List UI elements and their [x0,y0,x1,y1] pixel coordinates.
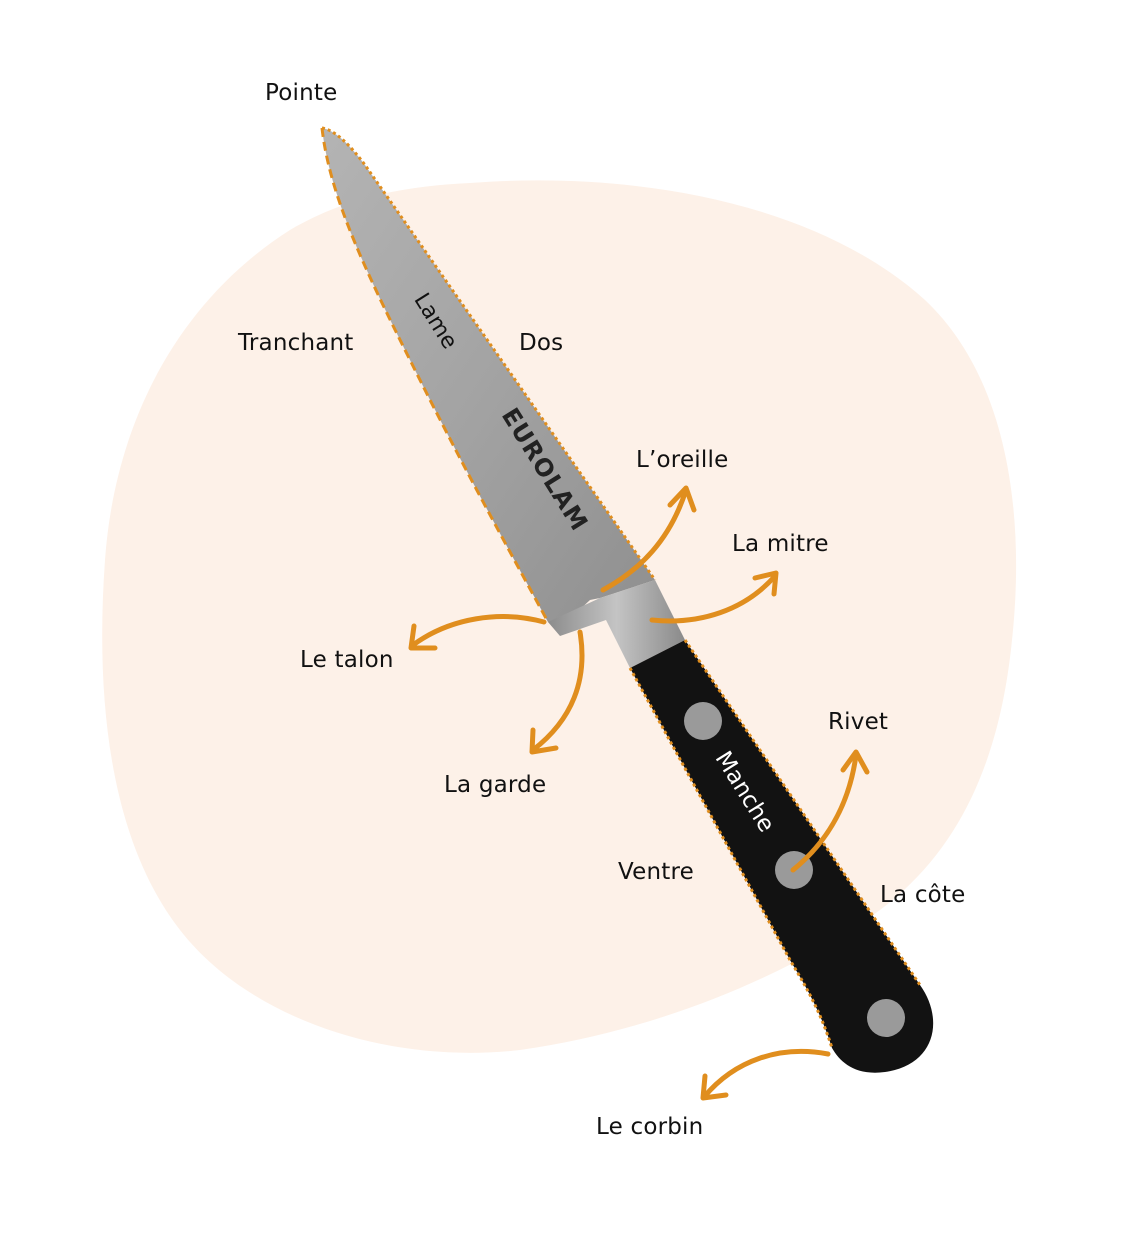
mitre-arrow-icon [649,570,779,624]
corbin-arrow-icon [700,1049,831,1101]
label-talon: Le talon [300,647,394,673]
label-oreille: L’oreille [636,447,729,473]
knife-blade [320,126,657,628]
oreille-arrow-icon [600,485,697,593]
label-corbin: Le corbin [596,1114,704,1140]
label-tranchant: Tranchant [238,330,354,356]
label-cote: La côte [880,882,966,908]
label-ventre: Ventre [618,859,694,885]
label-dos: Dos [519,330,564,356]
label-mitre: La mitre [732,531,829,557]
garde-arrow-icon [529,629,585,755]
label-rivet: Rivet [828,709,889,735]
rivet-3 [867,999,905,1037]
label-garde: La garde [444,772,547,798]
rivet-arrow-icon [790,749,870,873]
label-pointe: Pointe [265,80,338,106]
talon-arrow-icon [408,614,547,651]
rivet-1 [684,702,722,740]
knife-bolster [548,580,685,668]
